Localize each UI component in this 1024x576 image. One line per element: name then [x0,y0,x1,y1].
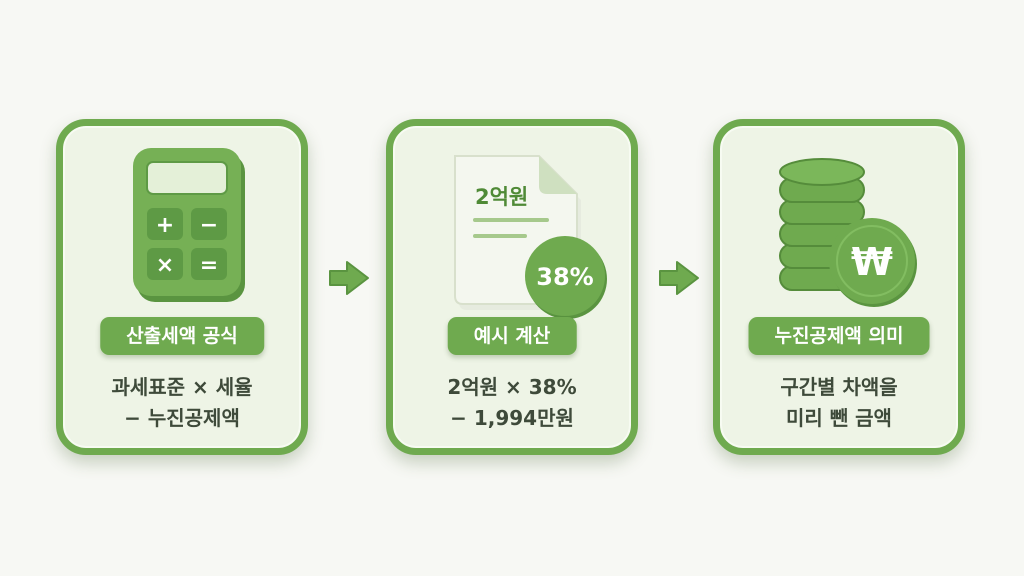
calc-key-plus: + [156,213,174,238]
arrow-right-icon [329,261,369,295]
description-line: 과세표준 × 세율 [111,375,253,399]
description-line: − 누진공제액 [124,406,240,430]
step-card-example: 2억원 38% 예시 계산 2억원 × 38% − 1,994만원 [386,119,638,455]
calc-key-equals: = [200,253,218,278]
description-line: 구간별 차액을 [780,375,898,399]
calc-key-minus: − [200,213,218,238]
calculator-icon: + − × = [133,148,245,302]
description-line: 미리 뺀 금액 [786,406,892,430]
document-icon: 2억원 38% [454,155,607,319]
step-title: 누진공제액 의미 [748,317,930,355]
description-line: 2억원 × 38% [447,375,577,399]
coins-icon: ₩ [779,158,917,307]
step-description: 과세표준 × 세율 − 누진공제액 [63,372,301,434]
step-description: 2억원 × 38% − 1,994만원 [393,372,631,434]
arrow-right-icon [659,261,699,295]
step-card-formula: + − × = 산출세액 공식 과세표준 × 세율 − 누진공제액 [56,119,308,455]
step-description: 구간별 차액을 미리 뺀 금액 [720,372,958,434]
step-title: 산출세액 공식 [100,317,264,355]
description-line: − 1,994만원 [450,406,574,430]
won-symbol: ₩ [851,240,893,284]
calc-key-times: × [156,253,174,278]
step-card-meaning: ₩ 누진공제액 의미 구간별 차액을 미리 뺀 금액 [713,119,965,455]
doc-heading: 2억원 [475,185,528,209]
rate-badge: 38% [536,263,593,291]
step-title: 예시 계산 [447,317,577,355]
